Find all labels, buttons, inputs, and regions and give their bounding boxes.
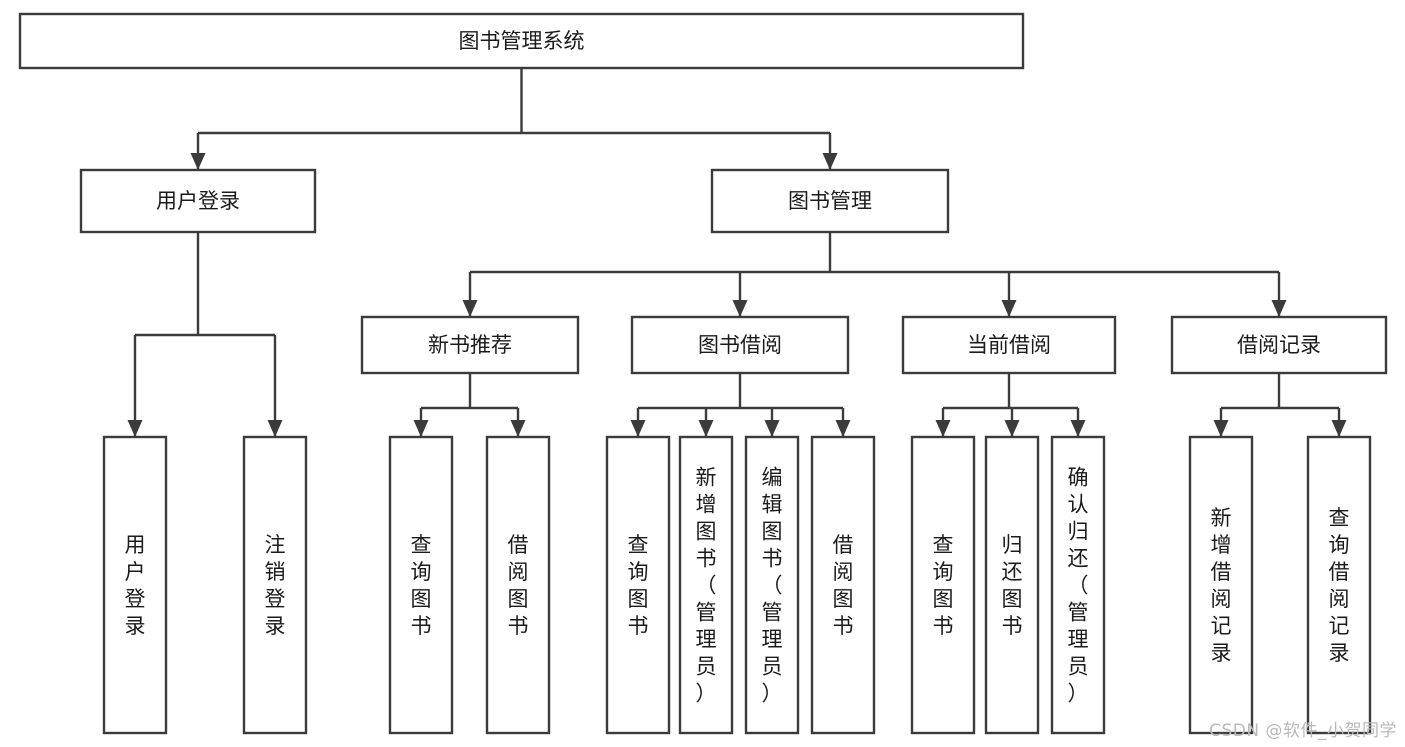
node-rect[interactable] bbox=[910, 435, 976, 735]
leaf-node-4-借阅图书[interactable]: 借阅图书 bbox=[485, 435, 551, 735]
leaf-node-11-确认归还管理员[interactable]: 确认归还（管理员） bbox=[1050, 435, 1106, 735]
csdn-watermark: CSDN @软件_小贺同学 bbox=[1209, 721, 1397, 741]
node-label: 归还图书 bbox=[1002, 533, 1023, 638]
arrow-head-icon bbox=[1001, 300, 1017, 317]
node-rect[interactable] bbox=[18, 12, 1025, 70]
leaf-node-7-编辑图书管理员[interactable]: 编辑图书（管理员） bbox=[744, 435, 800, 735]
leaf-node-6-新增图书管理员[interactable]: 新增图书（管理员） bbox=[678, 435, 734, 735]
level2-node-4-借阅记录[interactable]: 借阅记录 bbox=[1170, 315, 1388, 375]
arrow-head-icon bbox=[510, 420, 526, 437]
node-rect[interactable] bbox=[678, 435, 734, 735]
node-label: 图书管理 bbox=[788, 189, 872, 213]
node-rect[interactable] bbox=[1306, 435, 1372, 735]
node-rect[interactable] bbox=[485, 435, 551, 735]
node-label: 图书借阅 bbox=[698, 333, 782, 357]
node-rect[interactable] bbox=[744, 435, 800, 735]
level2-node-1-新书推荐[interactable]: 新书推荐 bbox=[360, 315, 580, 375]
node-label: 借阅记录 bbox=[1237, 333, 1321, 357]
arrow-head-icon bbox=[630, 420, 646, 437]
node-label: 查询图书 bbox=[628, 533, 649, 638]
arrow-head-icon bbox=[127, 420, 143, 437]
leaf-node-9-查询图书[interactable]: 查询图书 bbox=[910, 435, 976, 735]
root-node-1-图书管理系统[interactable]: 图书管理系统 bbox=[18, 12, 1025, 70]
leaf-node-5-查询图书[interactable]: 查询图书 bbox=[605, 435, 671, 735]
node-label: 用户登录 bbox=[125, 533, 146, 638]
node-label: 图书管理系统 bbox=[459, 29, 585, 53]
arrow-head-icon bbox=[1271, 300, 1287, 317]
node-rect[interactable] bbox=[1170, 315, 1388, 375]
node-rect[interactable] bbox=[630, 315, 850, 375]
node-rect[interactable] bbox=[901, 315, 1117, 375]
arrow-head-icon bbox=[935, 420, 951, 437]
level2-node-3-当前借阅[interactable]: 当前借阅 bbox=[901, 315, 1117, 375]
level2-node-2-图书借阅[interactable]: 图书借阅 bbox=[630, 315, 850, 375]
node-rect[interactable] bbox=[102, 435, 168, 735]
node-label: 借阅图书 bbox=[508, 533, 529, 638]
level1-node-1-用户登录[interactable]: 用户登录 bbox=[79, 168, 317, 234]
node-layer: 图书管理系统用户登录图书管理新书推荐图书借阅当前借阅借阅记录用户登录注销登录查询… bbox=[18, 12, 1388, 735]
arrow-head-icon bbox=[190, 153, 206, 170]
arrow-head-icon bbox=[1331, 420, 1347, 437]
arrow-head-icon bbox=[698, 420, 714, 437]
arrow-head-icon bbox=[822, 153, 838, 170]
node-rect[interactable] bbox=[710, 168, 950, 234]
node-rect[interactable] bbox=[388, 435, 454, 735]
node-label: 新书推荐 bbox=[428, 333, 512, 357]
arrow-head-icon bbox=[764, 420, 780, 437]
arrow-head-icon bbox=[267, 420, 283, 437]
node-rect[interactable] bbox=[360, 315, 580, 375]
node-label: 查询借阅记录 bbox=[1329, 506, 1350, 665]
node-rect[interactable] bbox=[79, 168, 317, 234]
leaf-node-12-新增借阅记录[interactable]: 新增借阅记录 bbox=[1188, 435, 1254, 735]
level1-node-2-图书管理[interactable]: 图书管理 bbox=[710, 168, 950, 234]
leaf-node-13-查询借阅记录[interactable]: 查询借阅记录 bbox=[1306, 435, 1372, 735]
node-rect[interactable] bbox=[605, 435, 671, 735]
node-rect[interactable] bbox=[1188, 435, 1254, 735]
arrow-head-icon bbox=[1070, 420, 1086, 437]
arrow-head-icon bbox=[732, 300, 748, 317]
node-label: 当前借阅 bbox=[967, 333, 1051, 357]
node-label: 注销登录 bbox=[265, 533, 286, 638]
node-rect[interactable] bbox=[810, 435, 876, 735]
arrow-head-icon bbox=[835, 420, 851, 437]
connector-layer bbox=[127, 68, 1347, 437]
node-label: 编辑图书（管理员） bbox=[762, 466, 783, 706]
node-label: 确认归还（管理员） bbox=[1068, 466, 1089, 706]
leaf-node-1-用户登录[interactable]: 用户登录 bbox=[102, 435, 168, 735]
leaf-node-3-查询图书[interactable]: 查询图书 bbox=[388, 435, 454, 735]
node-rect[interactable] bbox=[984, 435, 1040, 735]
node-label: 查询图书 bbox=[411, 533, 432, 638]
node-label: 用户登录 bbox=[156, 189, 240, 213]
leaf-node-2-注销登录[interactable]: 注销登录 bbox=[242, 435, 308, 735]
node-rect[interactable] bbox=[242, 435, 308, 735]
leaf-node-8-借阅图书[interactable]: 借阅图书 bbox=[810, 435, 876, 735]
node-label: 查询图书 bbox=[933, 533, 954, 638]
node-label: 借阅图书 bbox=[833, 533, 854, 638]
arrow-head-icon bbox=[413, 420, 429, 437]
node-rect[interactable] bbox=[1050, 435, 1106, 735]
arrow-head-icon bbox=[462, 300, 478, 317]
leaf-node-10-归还图书[interactable]: 归还图书 bbox=[984, 435, 1040, 735]
node-label: 新增借阅记录 bbox=[1211, 506, 1232, 665]
arrow-head-icon bbox=[1213, 420, 1229, 437]
arrow-head-icon bbox=[1004, 420, 1020, 437]
node-label: 新增图书（管理员） bbox=[696, 466, 717, 706]
